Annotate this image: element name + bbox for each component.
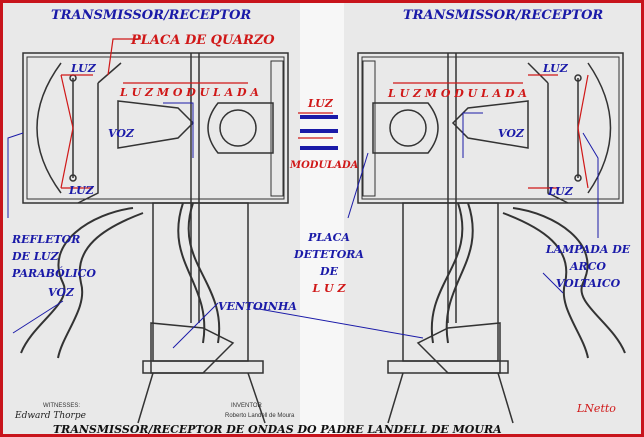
detector-line-4: L U Z — [312, 282, 346, 295]
left-light-bottom-label: LUZ — [69, 184, 94, 197]
left-voice-tube — [177, 202, 221, 344]
right-parabolic-reflector — [587, 62, 612, 194]
reflector-line-1: REFLETOR — [12, 233, 81, 246]
left-light-top-label: LUZ — [71, 62, 96, 75]
quartz-plate-label: PLACA DE QUARZO — [131, 33, 275, 48]
detector-line-1: PLACA — [308, 231, 350, 244]
witnesses-label: WITNESSES: — [43, 403, 81, 409]
caption: TRANSMISSOR/RECEPTOR DE ONDAS DO PADRE L… — [53, 423, 502, 436]
arc-lamp-line-1: LAMPADA DE — [545, 243, 631, 256]
inventor-signature: Roberto Landell de Moura — [225, 413, 295, 419]
left-detector — [207, 102, 274, 154]
reflector-line-2: DE LUZ — [12, 250, 59, 263]
left-parabolic-reflector — [36, 62, 62, 194]
left-modulated-light-label: L U Z M O D U L A D A — [120, 86, 259, 99]
right-voice-label: VOZ — [498, 127, 524, 140]
right-light-bottom-label: LUZ — [548, 185, 573, 198]
reflector-label: REFLETOR DE LUZ PARABÓLICO — [12, 231, 96, 282]
fan-label: VENTOINHA — [218, 300, 297, 313]
right-housing — [357, 52, 624, 204]
left-fan-box — [150, 322, 235, 374]
detector-plate-label: PLACA DETETORA DE L U Z — [293, 229, 365, 297]
center-modulated-label: MODULADA — [290, 160, 359, 171]
arc-lamp-line-3: VOLTAICO — [555, 277, 621, 290]
arc-lamp-line-2: ARCO — [569, 260, 606, 273]
left-stand — [152, 202, 249, 362]
author-signature: LNetto — [577, 402, 616, 415]
left-quartz-plate — [77, 62, 122, 204]
right-title: TRANSMISSOR/RECEPTOR — [403, 8, 604, 23]
left-mouthpiece — [117, 100, 195, 149]
voice-input-label: VOZ — [48, 286, 74, 299]
arc-lamp-label: LAMPADA DE ARCO VOLTAICO — [538, 241, 638, 292]
left-title: TRANSMISSOR/RECEPTOR — [51, 8, 252, 23]
center-light-label: LUZ — [308, 97, 333, 110]
right-detector — [372, 102, 439, 154]
right-modulated-light-label: L U Z M O D U L A D A — [388, 87, 527, 100]
witness-signature: Edward Thorpe — [15, 411, 86, 421]
inventor-label: INVENTOR — [231, 403, 262, 409]
light-beam-arrows — [300, 115, 338, 150]
reflector-line-3: PARABÓLICO — [12, 267, 96, 280]
patent-drawing — [7, 38, 626, 424]
detector-line-3: DE — [320, 265, 338, 278]
left-voice-label: VOZ — [108, 127, 134, 140]
right-light-top-label: LUZ — [543, 62, 568, 75]
detector-line-2: DETETORA — [294, 248, 364, 261]
center-gap — [300, 3, 344, 434]
